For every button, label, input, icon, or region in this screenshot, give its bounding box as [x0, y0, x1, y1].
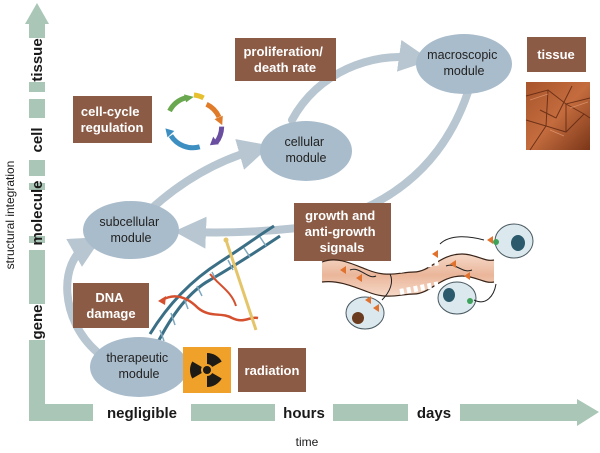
- svg-text:radiation: radiation: [245, 363, 300, 378]
- radiation-icon: [183, 347, 231, 393]
- macroscopic-module-line1: macroscopic: [427, 48, 497, 62]
- cell-signaling-icon: [321, 223, 534, 330]
- y-axis-title: structural integration: [3, 161, 17, 270]
- therapeutic-module-line2: module: [119, 367, 160, 381]
- y-level-tissue: tissue: [29, 38, 46, 81]
- y-axis-gap: [29, 243, 45, 250]
- dna-damage-box: DNA damage: [73, 283, 149, 328]
- macroscopic-module: macroscopic module: [416, 34, 512, 94]
- therapeutic-module-line1: therapeutic: [106, 351, 168, 365]
- y-axis-gap: [29, 176, 45, 183]
- dna-damage-line1: DNA: [95, 290, 124, 305]
- growth-line2: anti-growth: [305, 224, 376, 239]
- proliferation-line1: proliferation/: [243, 44, 323, 59]
- arrow-cellular-to-macroscopic: [288, 39, 431, 124]
- radiation-box: radiation: [238, 348, 306, 392]
- svg-text:subcellular module: subcellular module: [99, 215, 162, 245]
- svg-text:DNA damage: DNA damage: [86, 290, 135, 321]
- tissue-texture-icon: [525, 82, 591, 151]
- subcellular-module-line2: module: [111, 231, 152, 245]
- tissue-box: tissue: [527, 37, 586, 72]
- svg-text:cellular module: cellular module: [284, 135, 327, 165]
- growth-line1: growth and: [305, 208, 375, 223]
- x-level-negligible: negligible: [107, 405, 177, 422]
- cell-cycle-regulation-box: cell-cycle regulation: [73, 96, 152, 143]
- proliferation-line2: death rate: [254, 60, 316, 75]
- svg-text:macroscopic module: macroscopic module: [427, 48, 501, 78]
- growth-signals-box: growth and anti-growth signals: [294, 203, 391, 261]
- radiation-line1: radiation: [245, 363, 300, 378]
- therapeutic-module: therapeutic module: [90, 337, 188, 397]
- cell-cycle-line1: cell-cycle: [81, 104, 140, 119]
- proliferation-death-rate-box: proliferation/ death rate: [235, 38, 336, 81]
- arrow-subcellular-to-cellular: [146, 139, 271, 214]
- cellular-module-line1: cellular: [284, 135, 324, 149]
- svg-text:tissue: tissue: [537, 47, 575, 62]
- dna-helix-icon: [148, 224, 281, 347]
- x-axis-title: time: [296, 435, 319, 449]
- cell-cycle-line2: regulation: [81, 120, 144, 135]
- y-level-molecule: molecule: [29, 180, 46, 245]
- cell-cycle-icon: [165, 92, 225, 151]
- x-level-hours: hours: [283, 405, 325, 422]
- growth-line3: signals: [320, 240, 365, 255]
- x-level-days: days: [417, 405, 451, 422]
- y-level-gene: gene: [29, 304, 46, 339]
- subcellular-module-line1: subcellular: [99, 215, 159, 229]
- y-axis-gap: [29, 92, 45, 99]
- y-level-cell: cell: [29, 127, 46, 152]
- svg-text:growth and anti-growth: growth and anti-growth signals: [305, 208, 379, 255]
- subcellular-module: subcellular module: [83, 201, 179, 259]
- svg-text:therapeutic module: therapeutic module: [106, 351, 171, 381]
- svg-text:cell-cycle regulation: cell-cycle regulation: [81, 104, 144, 135]
- svg-text:proliferation/ death rat: proliferation/ death rate: [243, 44, 326, 75]
- cellular-module-line2: module: [286, 151, 327, 165]
- dna-damage-line2: damage: [86, 306, 135, 321]
- arrow-therapeutic-to-subcellular: [63, 237, 102, 356]
- tissue-line1: tissue: [537, 47, 575, 62]
- cellular-module: cellular module: [260, 121, 352, 181]
- macroscopic-module-line2: module: [444, 64, 485, 78]
